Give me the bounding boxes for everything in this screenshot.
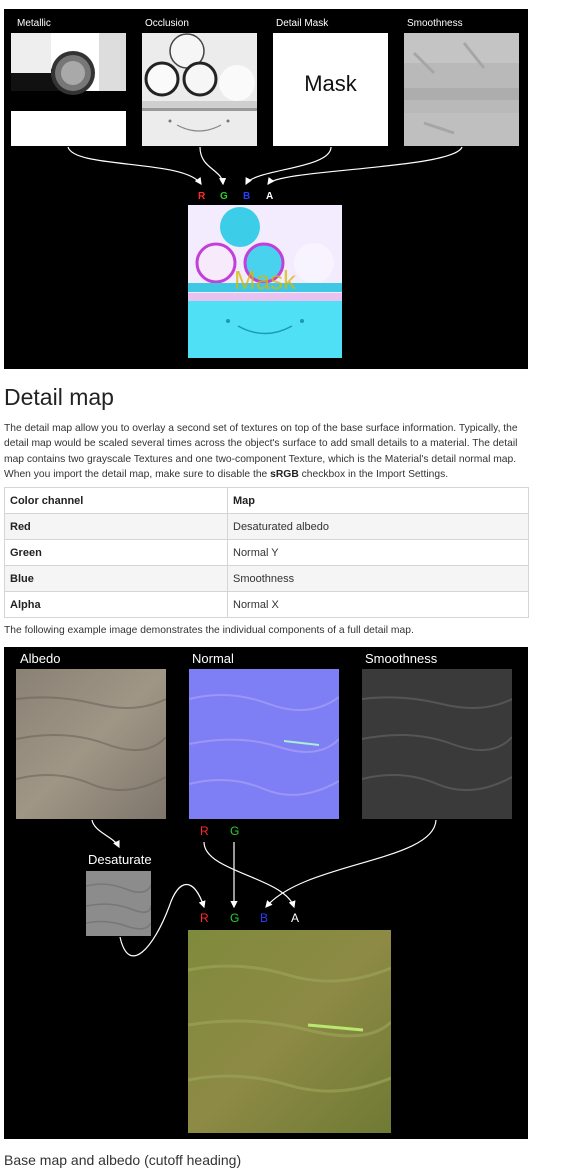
mask-flow-arrows — [67, 146, 463, 186]
combined-mask-text: Mask — [233, 265, 297, 295]
channel-g-label: G — [230, 911, 240, 925]
channel-g-label: G — [220, 191, 228, 202]
header-color-channel: Color channel — [4, 487, 228, 514]
mask-text: Mask — [304, 71, 357, 96]
mask-map-diagram: Metallic Occlusion Detail Mask Smoothnes… — [4, 9, 528, 369]
map-cell: Normal Y — [227, 539, 529, 566]
normal-texture — [189, 669, 339, 819]
channel-a-label: A — [291, 911, 300, 925]
channel-r-label: R — [198, 191, 206, 202]
normal-g-label: G — [230, 824, 240, 838]
channel-r-label: R — [200, 911, 209, 925]
header-map: Map — [227, 487, 529, 514]
albedo-label: Albedo — [20, 651, 61, 666]
channel-cell: Green — [4, 539, 228, 566]
channel-cell: Red — [4, 513, 228, 540]
albedo-texture — [16, 669, 166, 819]
detail-mask-texture: Mask — [273, 33, 388, 146]
next-section-heading: Base map and albedo (cutoff heading) — [4, 1152, 242, 1168]
metallic-label: Metallic — [17, 18, 51, 29]
channel-b-label: B — [260, 911, 269, 925]
normal-label: Normal — [192, 651, 234, 666]
example-description: The following example image demonstrates… — [4, 625, 414, 636]
table-row: Blue Smoothness — [4, 565, 529, 592]
channel-a-label: A — [266, 191, 274, 202]
srgb-term: sRGB — [270, 469, 299, 481]
channel-cell: Blue — [4, 565, 228, 592]
detail-flow-arrows — [91, 819, 437, 957]
desaturated-texture — [86, 871, 151, 936]
detail-smoothness-texture — [362, 669, 512, 819]
channel-b-label: B — [243, 191, 251, 202]
map-cell: Normal X — [227, 591, 529, 618]
occlusion-label: Occlusion — [145, 18, 189, 29]
map-cell: Smoothness — [227, 565, 529, 592]
smoothness-texture — [404, 33, 519, 146]
detail-mask-label: Detail Mask — [276, 18, 329, 29]
metallic-texture — [11, 33, 126, 146]
channel-cell: Alpha — [4, 591, 228, 618]
intro-text-end: checkbox in the Import Settings. — [298, 469, 449, 481]
intro-text: The detail map allow you to overlay a se… — [4, 423, 518, 481]
detail-map-heading: Detail map — [4, 384, 114, 410]
smoothness-label: Smoothness — [407, 18, 463, 29]
table-row: Red Desaturated albedo — [4, 513, 529, 540]
map-cell: Desaturated albedo — [227, 513, 529, 540]
channel-table: Color channel Map Red Desaturated albedo… — [4, 487, 529, 618]
table-row: Alpha Normal X — [4, 591, 529, 618]
detail-map-diagram: Albedo Normal Smoothness R G Desaturate — [4, 647, 528, 1139]
combined-mask-texture: Mask — [188, 205, 342, 358]
smoothness-label: Smoothness — [365, 651, 438, 666]
normal-r-label: R — [200, 824, 209, 838]
detail-map-description: The detail map allow you to overlay a se… — [4, 421, 530, 483]
desaturate-label: Desaturate — [88, 852, 152, 867]
table-row: Green Normal Y — [4, 539, 529, 566]
occlusion-texture — [142, 33, 257, 146]
combined-detail-texture — [188, 930, 391, 1133]
table-header-row: Color channel Map — [4, 487, 529, 514]
